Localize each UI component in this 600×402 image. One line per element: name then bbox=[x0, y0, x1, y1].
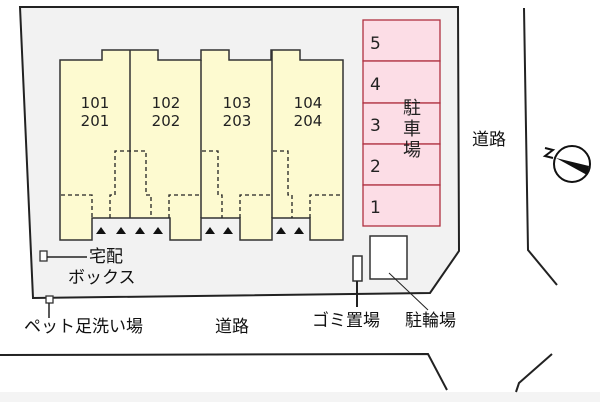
parking-space-1: 1 bbox=[370, 198, 381, 218]
unit-number: 201 bbox=[80, 112, 110, 130]
road-edge-south bbox=[0, 352, 448, 391]
garbage-area bbox=[352, 255, 363, 282]
parking-space-3: 3 bbox=[370, 116, 381, 136]
pet-foot-wash bbox=[45, 295, 54, 304]
delivery-box bbox=[39, 250, 48, 262]
bicycle-parking bbox=[369, 235, 408, 280]
bicycle-parking-label: 駐輪場 bbox=[405, 311, 456, 331]
road-south-label: 道路 bbox=[215, 317, 249, 337]
unit-number: 103 bbox=[222, 94, 252, 112]
compass-icon bbox=[542, 145, 591, 183]
parking-space-2: 2 bbox=[370, 157, 381, 177]
road-edge-east bbox=[523, 7, 558, 286]
road-east-label: 道路 bbox=[472, 130, 506, 150]
parking-space-4: 4 bbox=[370, 75, 381, 95]
unit-number: 202 bbox=[151, 112, 181, 130]
unit-number: 102 bbox=[151, 94, 181, 112]
unit-number: 203 bbox=[222, 112, 252, 130]
dashed-lines bbox=[61, 150, 342, 218]
parking-lot bbox=[362, 19, 441, 227]
bottom-strip bbox=[0, 392, 600, 402]
delivery-box-label: 宅配 bbox=[89, 247, 123, 267]
delivery-box-label-2: ボックス bbox=[68, 268, 136, 288]
unit-number: 204 bbox=[293, 112, 323, 130]
road-edge-corner bbox=[515, 353, 553, 393]
garbage-label: ゴミ置場 bbox=[312, 311, 380, 331]
unit-number: 101 bbox=[80, 94, 110, 112]
parking-space-5: 5 bbox=[370, 34, 381, 54]
pet-foot-wash-label: ペット足洗い場 bbox=[24, 317, 143, 337]
entrance-markers bbox=[96, 227, 304, 234]
parking-label: 駐車場 bbox=[403, 98, 421, 161]
unit-number: 104 bbox=[293, 94, 323, 112]
